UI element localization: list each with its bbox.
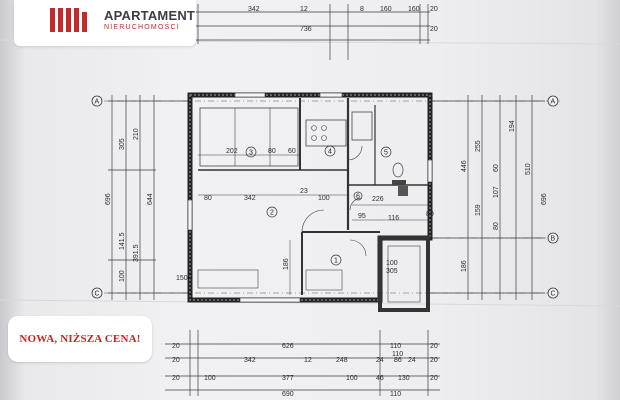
bottom-dim-r2-86: 86 [394,357,402,364]
inner-dim-80c: 80 [426,211,434,218]
bottom-dim-690: 690 [282,391,294,398]
bottom-dim-110: 110 [390,343,401,350]
room-3-label: 3 [249,150,253,157]
inner-dim-100b: 100 [386,260,398,267]
building-walls [187,92,433,312]
bottom-dim-r3-100: 100 [204,375,216,382]
axis-label-b-right: B [551,236,556,243]
top-dim-160: 160 [380,6,392,13]
right-dim-194: 194 [509,120,516,132]
left-dim-210: 210 [133,128,140,140]
bottom-dim-r2-110: 110 [392,351,403,358]
bottom-dim-r3-130: 130 [398,375,410,382]
inner-dim-100: 100 [318,195,330,202]
right-dim-446: 446 [461,160,468,172]
right-dimension-lines [430,95,545,300]
left-dim-696: 696 [105,193,112,205]
bottom-dim-r2-20: 20 [172,357,180,364]
bottom-dim-r3-377: 377 [282,375,294,382]
right-dim-107: 107 [493,186,500,198]
bottom-dim-r2-24: 24 [376,357,384,364]
axis-label-a-left: A [95,99,100,106]
top-dim-20b: 20 [430,26,438,33]
top-dim-736: 736 [300,26,312,33]
axis-label-c-left: C [95,291,100,298]
right-dim-159: 159 [475,204,482,216]
bottom-dimension-lines [165,330,440,396]
axis-markers [91,95,559,299]
left-dim-100: 100 [119,270,126,282]
top-dim-160b: 160 [408,6,420,13]
inner-dim-116: 116 [388,215,399,222]
top-dim-20: 20 [430,6,438,13]
bottom-dim-r3-46: 46 [376,375,384,382]
brand-logo: APARTAMENT NIERUCHOMOŚCI [14,0,196,46]
right-dim-255: 255 [475,140,482,152]
bottom-dim-r4-110: 110 [390,391,401,398]
right-dim-696: 696 [541,193,548,205]
top-dim-342: 342 [248,6,260,13]
bottom-dim-626: 626 [282,343,294,350]
inner-dim-80b: 80 [204,195,212,202]
inner-dim-95: 95 [358,213,366,220]
inner-dim-226: 226 [372,196,384,203]
room-1-label: 1 [334,258,338,265]
inner-dim-342: 342 [244,195,256,202]
room-6-label: 6 [356,194,360,201]
bottom-dim-r3-20b: 20 [430,375,438,382]
room-markers [245,145,392,266]
right-dim-186: 186 [461,260,468,272]
inner-dim-60: 60 [288,148,296,155]
price-badge: NOWA, NIŻSZA CENA! [8,316,152,362]
brand-name: APARTAMENT [104,8,196,23]
room-4-label: 4 [328,149,332,156]
bottom-dim-r3-100b: 100 [346,375,358,382]
top-dimension-lines [185,4,430,60]
inner-dim-80: 80 [268,148,276,155]
axis-lines [104,100,560,294]
bottom-dim-r2-24b: 24 [408,357,416,364]
bottom-dim-r2-248: 248 [336,357,348,364]
bottom-dim-20b: 20 [430,343,438,350]
price-badge-text: NOWA, NIŻSZA CENA! [19,333,141,345]
bottom-dim-20a: 20 [172,343,180,350]
brand-text: APARTAMENT NIERUCHOMOŚCI [104,8,195,31]
room-5-label: 5 [384,150,388,157]
left-dim-391-5: 391.5 [133,244,140,262]
bottom-dim-r2-342: 342 [244,357,256,364]
axis-label-a-right: A [551,99,556,106]
left-dim-644: 644 [147,193,154,205]
left-dimension-lines [108,95,192,300]
right-dim-60: 60 [493,164,500,172]
inner-dim-305: 305 [386,268,398,275]
inner-dim-202: 202 [226,148,238,155]
left-dim-305: 305 [119,138,126,150]
building-logo-icon [50,8,87,32]
top-dim-8: 8 [360,6,364,13]
room-2-label: 2 [270,210,274,217]
brand-subtitle: NIERUCHOMOŚCI [104,24,180,31]
top-dim-12: 12 [300,6,308,13]
right-dim-80: 80 [493,222,500,230]
bottom-dim-r3-20: 20 [172,375,180,382]
right-dim-510: 510 [525,163,532,175]
left-dim-141-5: 141.5 [119,232,126,250]
inner-dim-23: 23 [300,188,308,195]
inner-dim-186: 186 [283,258,290,270]
bottom-dim-r2-12: 12 [304,357,312,364]
axis-label-c-right: C [551,291,556,298]
inner-dim-150: 150 [176,275,188,282]
bottom-dim-r2-20b: 20 [430,357,438,364]
